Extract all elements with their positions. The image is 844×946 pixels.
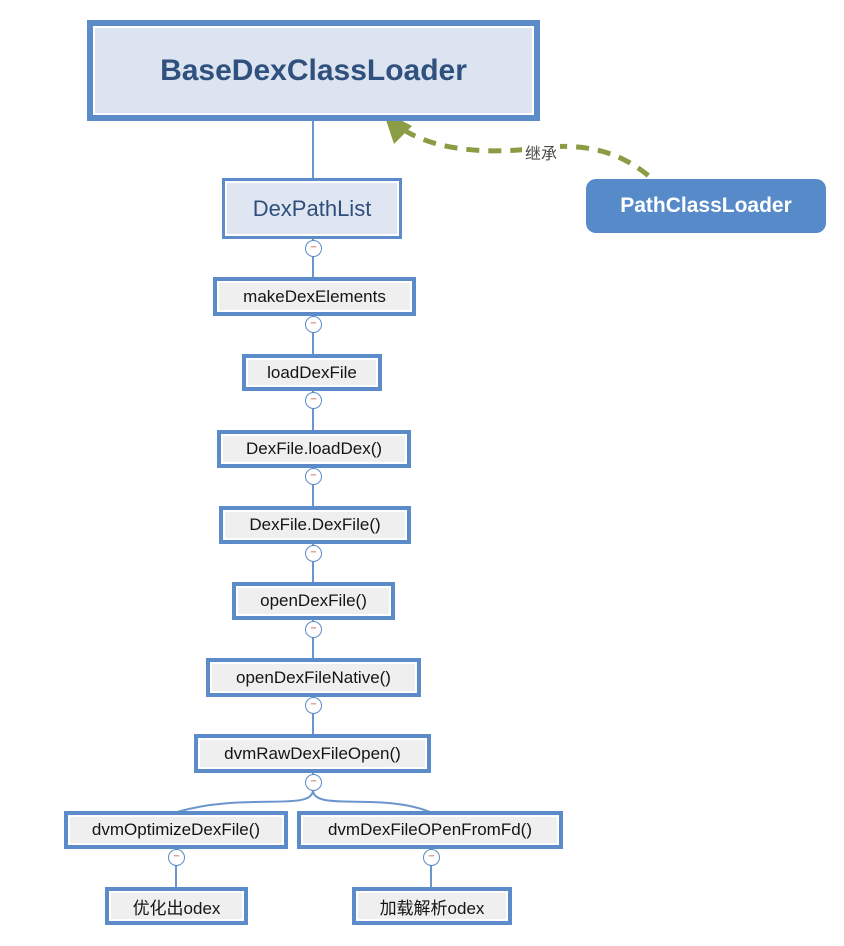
collapse-toggle[interactable]: − [305, 621, 322, 638]
collapse-toggle[interactable]: − [305, 545, 322, 562]
node-dexpathlist[interactable]: DexPathList [222, 178, 402, 239]
node-opendexfilenative[interactable]: openDexFileNative() [206, 658, 421, 697]
node-dexfile-dexfile[interactable]: DexFile.DexFile() [219, 506, 411, 544]
minus-icon: − [310, 546, 317, 559]
collapse-toggle[interactable]: − [305, 316, 322, 333]
collapse-toggle[interactable]: − [305, 468, 322, 485]
minus-icon: − [310, 775, 317, 788]
minus-icon: − [310, 241, 317, 254]
minus-icon: − [310, 698, 317, 711]
node-pathclassloader[interactable]: PathClassLoader [586, 179, 826, 233]
collapse-toggle[interactable]: − [305, 392, 322, 409]
collapse-toggle[interactable]: − [305, 240, 322, 257]
minus-icon: − [310, 622, 317, 635]
inherit-edge-label: 继承 [522, 140, 561, 164]
node-dexfile-loaddex[interactable]: DexFile.loadDex() [217, 430, 411, 468]
node-loaddexfile[interactable]: loadDexFile [242, 354, 382, 391]
node-dvmdexfileopenfromfd[interactable]: dvmDexFileOPenFromFd() [297, 811, 563, 849]
collapse-toggle[interactable]: − [305, 774, 322, 791]
node-dvmrawdexfileopen[interactable]: dvmRawDexFileOpen() [194, 734, 431, 773]
collapse-toggle[interactable]: − [305, 697, 322, 714]
minus-icon: − [173, 850, 180, 863]
collapse-toggle[interactable]: − [423, 849, 440, 866]
connector-branch-right [312, 789, 431, 813]
node-makedexelements[interactable]: makeDexElements [213, 277, 416, 316]
minus-icon: − [428, 850, 435, 863]
minus-icon: − [310, 393, 317, 406]
minus-icon: − [310, 317, 317, 330]
node-opendexfile[interactable]: openDexFile() [232, 582, 395, 620]
minus-icon: − [310, 469, 317, 482]
node-dvmoptimizedexfile[interactable]: dvmOptimizeDexFile() [64, 811, 288, 849]
node-basedexclassloader[interactable]: BaseDexClassLoader [87, 20, 540, 121]
node-load-parse-odex[interactable]: 加载解析odex [352, 887, 512, 925]
collapse-toggle[interactable]: − [168, 849, 185, 866]
connector-branch-left [176, 789, 314, 813]
node-optimize-odex[interactable]: 优化出odex [105, 887, 248, 925]
